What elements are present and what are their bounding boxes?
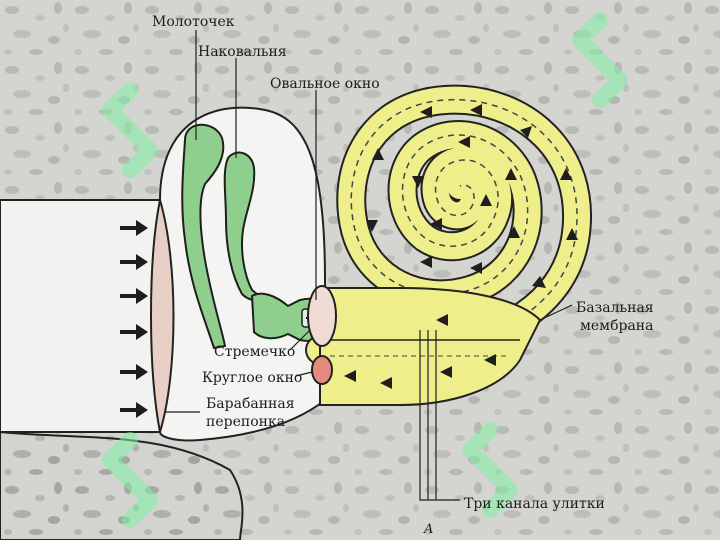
label-cochlea-canals: Три канала улитки xyxy=(464,496,605,512)
label-oval-window: Овальное окно xyxy=(270,76,380,92)
label-basilar-membrane-2: мембрана xyxy=(580,318,654,334)
label-tympanic-membrane-2: перепонка xyxy=(206,414,286,430)
watermark-marks xyxy=(102,12,628,528)
leader-lines xyxy=(166,30,573,501)
label-round-window: Круглое окно xyxy=(202,370,303,386)
cochlea xyxy=(305,84,592,365)
label-incus: Наковальня xyxy=(198,44,287,60)
sound-wave-arrows xyxy=(120,220,148,418)
figure-letter: A xyxy=(424,522,434,537)
cochlea-base-duct xyxy=(319,287,542,406)
malleus xyxy=(181,123,227,350)
label-basilar-membrane-1: Базальная xyxy=(576,300,654,316)
lower-bone xyxy=(0,430,244,540)
round-window xyxy=(311,355,333,385)
fluid-flow-arrows xyxy=(344,104,578,389)
label-tympanic-membrane-1: Барабанная xyxy=(206,396,295,412)
label-stapes: Стремечко xyxy=(214,344,296,360)
tympanic-membrane xyxy=(150,199,175,433)
oval-window xyxy=(307,285,337,347)
label-malleus: Молоточек xyxy=(152,14,235,30)
